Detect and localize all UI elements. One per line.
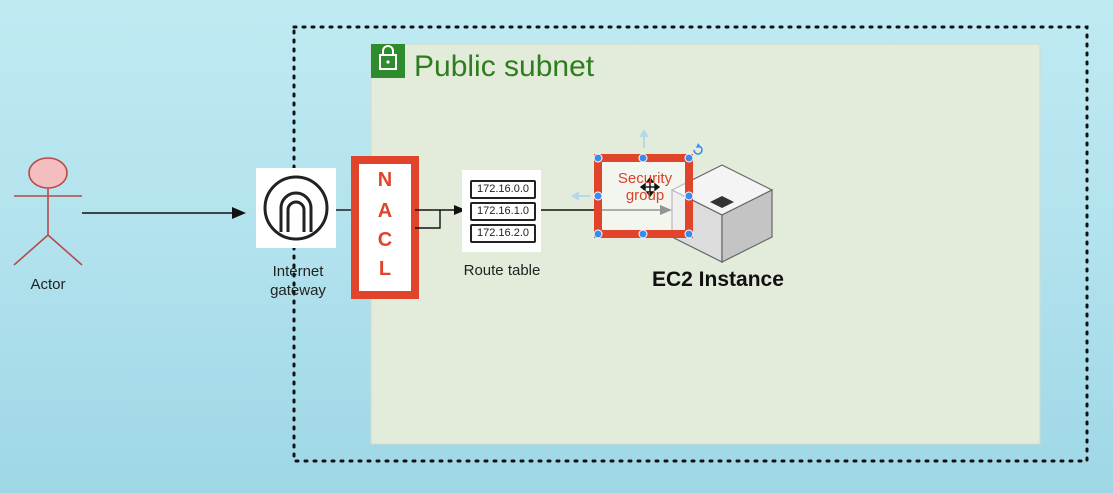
actor-figure[interactable] [13, 157, 83, 266]
move-cursor-icon [639, 176, 661, 198]
move-handle-left-icon[interactable] [571, 191, 590, 201]
internet-gateway-icon[interactable] [256, 168, 336, 248]
selection-handles[interactable] [593, 153, 694, 239]
lock-icon [371, 44, 405, 78]
route-entry: 172.16.0.0 [470, 180, 536, 199]
ec2-instance-label: EC2 Instance [652, 268, 784, 291]
nacl-letter-c: C [377, 229, 393, 251]
nacl-letter-a: A [377, 200, 393, 222]
route-entry: 172.16.2.0 [470, 224, 536, 243]
internet-gateway-label: Internet gateway [270, 263, 326, 299]
arrow-actor-to-gateway [82, 207, 246, 219]
security-group-label: Security group [617, 170, 673, 204]
rotate-handle-icon[interactable] [693, 143, 703, 155]
nacl-letter-l: L [378, 258, 392, 280]
move-handle-up-icon[interactable] [639, 129, 649, 148]
arrow-nacl-to-route-table [415, 205, 466, 229]
subnet-title: Public subnet [414, 50, 595, 83]
actor-label: Actor [30, 276, 66, 293]
route-table-label: Route table [463, 262, 541, 279]
nacl-letter-n: N [377, 169, 393, 191]
route-entry: 172.16.1.0 [470, 202, 536, 221]
vpc-boundary [292, 25, 1089, 463]
